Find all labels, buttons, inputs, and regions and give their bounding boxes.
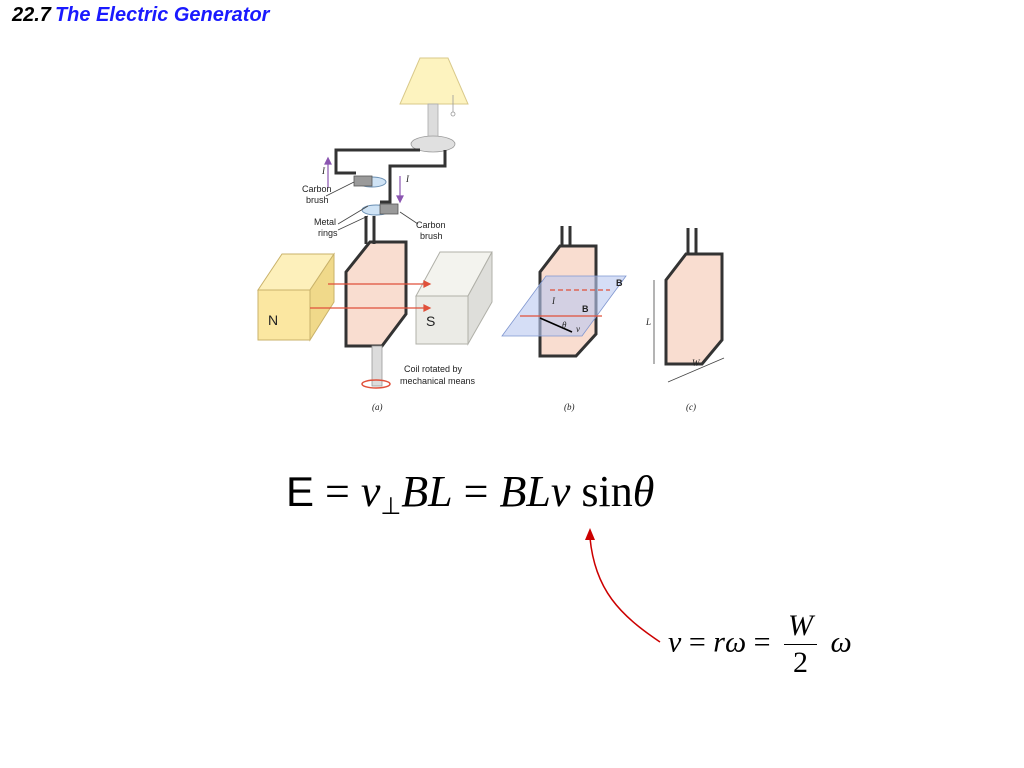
sin-function: sin xyxy=(581,467,633,516)
bl-term: BL xyxy=(401,467,453,516)
north-pole-label: N xyxy=(268,312,278,328)
caption-b: (b) xyxy=(564,402,575,412)
current-arrows xyxy=(324,156,404,204)
denominator-2: 2 xyxy=(793,646,809,679)
carbon-brush-label-1b: brush xyxy=(306,195,329,205)
generator-diagram: I I Carbon brush Metal rings Carbon brus… xyxy=(257,57,725,412)
eq-sign-2: = xyxy=(463,467,489,516)
emf-equation: E = v⊥BL = BLv sinθ xyxy=(286,466,654,521)
carbon-brush-label-2b: brush xyxy=(420,231,443,241)
velocity-equation: v = rω = W 2 ω xyxy=(668,608,852,681)
coil-rotated-label-a: Coil rotated by xyxy=(404,364,463,374)
omega-symbol-1: ω xyxy=(724,625,747,659)
metal-rings-label-b: rings xyxy=(318,228,338,238)
north-magnet xyxy=(257,252,335,342)
v-symbol-2: v xyxy=(668,625,682,659)
w-over-2-fraction: W 2 xyxy=(784,608,818,681)
circuit-wires xyxy=(334,148,447,204)
coil-c xyxy=(653,228,725,383)
caption-a: (a) xyxy=(372,402,383,412)
current-label-2: I xyxy=(405,174,410,184)
lamp-base xyxy=(410,135,456,153)
carbon-brush-label-2a: Carbon xyxy=(416,220,446,230)
current-label-b: I xyxy=(551,296,556,306)
callout-lines xyxy=(325,181,419,231)
generator-figure: I I Carbon brush Metal rings Carbon brus… xyxy=(240,40,740,430)
field-lines-a xyxy=(310,280,432,312)
south-magnet xyxy=(415,251,493,346)
theta-label: θ xyxy=(562,320,567,330)
section-title: The Electric Generator xyxy=(54,4,270,26)
current-label-1: I xyxy=(321,166,326,176)
lamp-shade xyxy=(399,57,469,105)
carbon-brush-2 xyxy=(379,203,399,215)
section-number: 22.7 xyxy=(12,4,51,26)
omega-symbol-2: ω xyxy=(830,625,852,659)
metal-rings-label-a: Metal xyxy=(314,217,336,227)
theta-symbol: θ xyxy=(632,467,655,516)
red-arrow xyxy=(585,528,661,643)
b-field-label-1: B xyxy=(616,278,623,288)
coil-rotated-label-b: mechanical means xyxy=(400,376,476,386)
blv-term: BLv xyxy=(499,467,571,516)
b-field-label-2: B xyxy=(582,304,589,314)
lamp xyxy=(399,57,469,153)
field-plane xyxy=(501,275,627,337)
r-symbol: r xyxy=(713,625,725,659)
coil-a xyxy=(344,216,408,387)
numerator-w: W xyxy=(784,608,818,645)
v-symbol: v xyxy=(360,467,381,516)
lamp-stem xyxy=(427,103,439,141)
carbon-brush-label-1a: Carbon xyxy=(302,184,332,194)
carbon-brush-1 xyxy=(353,175,373,187)
coil-b xyxy=(501,226,627,358)
perp-symbol: ⊥ xyxy=(380,494,402,520)
south-pole-label: S xyxy=(426,313,435,329)
width-label: W xyxy=(692,358,701,368)
eq-sign-4: = xyxy=(753,625,771,659)
eq-sign-3: = xyxy=(688,625,706,659)
length-label: L xyxy=(645,317,651,327)
caption-c: (c) xyxy=(686,402,696,412)
v-label: v xyxy=(576,324,580,334)
slip-rings xyxy=(353,175,399,216)
emf-symbol: E xyxy=(286,468,315,515)
eq-sign-1: = xyxy=(325,467,350,516)
